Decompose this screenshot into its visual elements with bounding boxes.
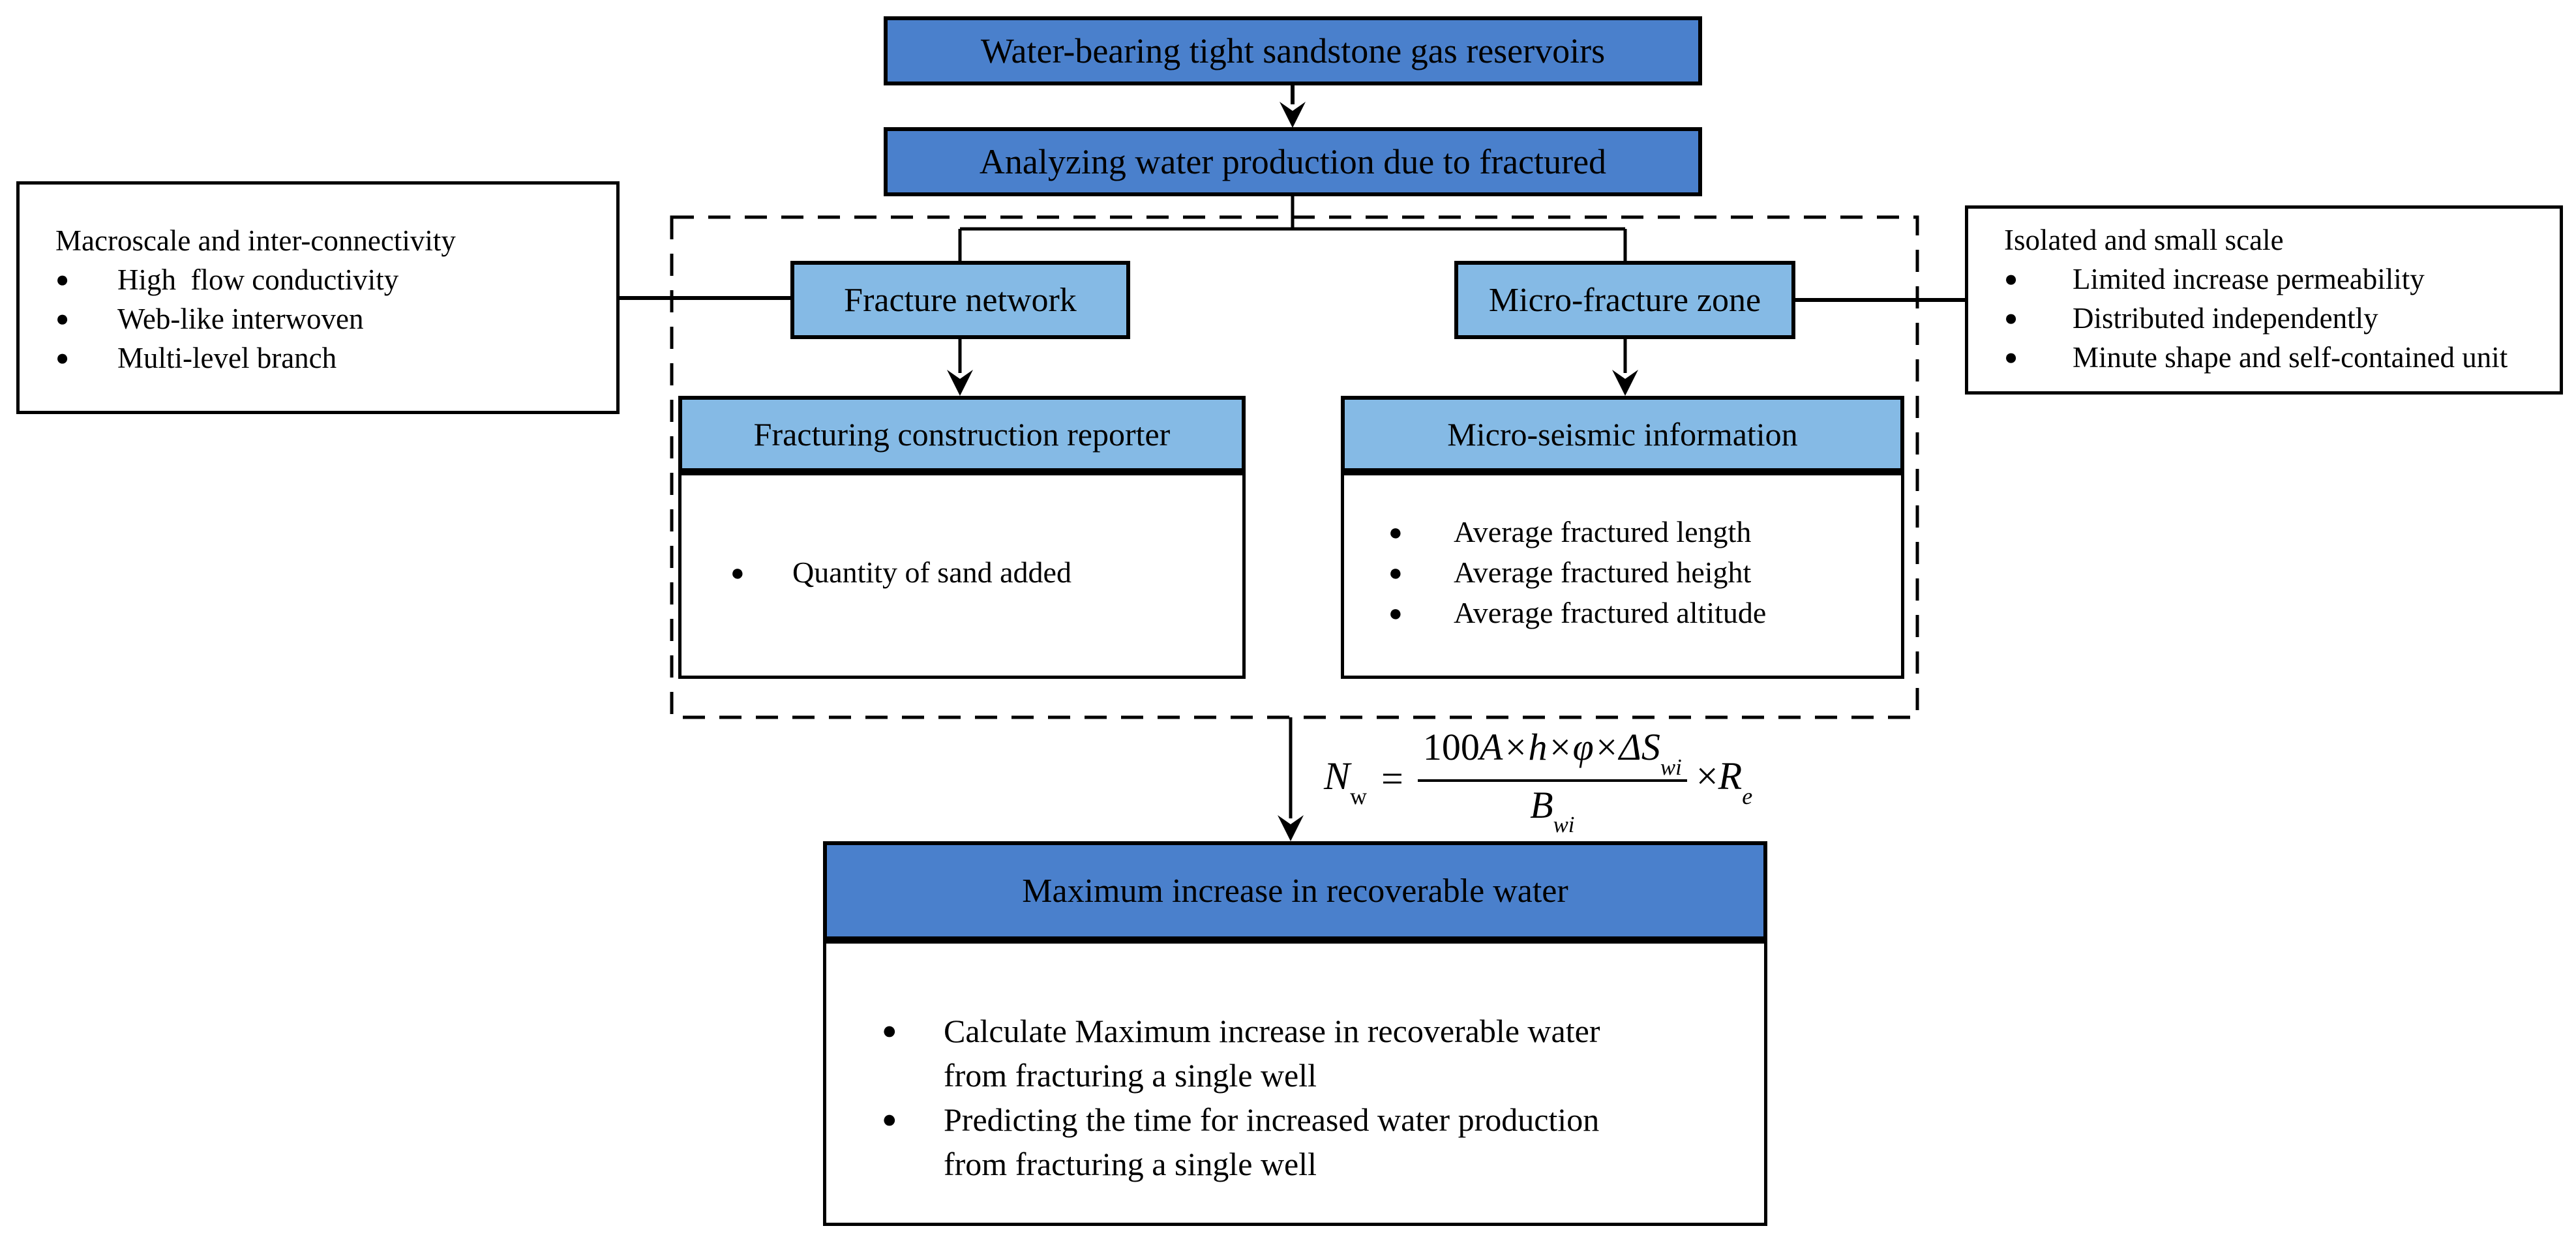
body-micro-seismic-information: ● Average fractured length ● Average fra… [1341,472,1904,679]
box-water-bearing-reservoirs: Water-bearing tight sandstone gas reserv… [884,16,1702,85]
formula-lhs-sub: w [1350,783,1368,810]
panel-isolated: Isolated and small scale ● Limited incre… [1965,205,2563,395]
header-maximum-increase: Maximum increase in recoverable water [823,841,1767,940]
list-item-text: Minute shape and self-contained unit [2073,341,2508,374]
formula-denominator-base: B [1530,784,1553,826]
bullet-icon: ● [55,306,70,331]
list-item-text: Web-like interwoven [117,303,364,335]
list-item: ● Multi-level branch [55,338,610,378]
list-item-text: Predicting the time for increased water … [944,1097,1599,1186]
header-fracturing-construction-reporter-label: Fracturing construction reporter [753,415,1171,453]
panel-macroscale: Macroscale and inter-connectivity ● High… [16,181,620,414]
bullet-icon: ● [1388,560,1403,586]
list-item: ● Limited increase permeability [2004,260,2556,299]
arrow-left-branch-head [947,370,973,396]
formula-denominator-sub: wi [1553,812,1575,838]
bullet-icon: ● [2004,305,2018,331]
bullet-icon: ● [882,1017,897,1045]
formula-factor: ×Re [1696,754,1752,809]
formula-denominator: Bwi [1525,783,1580,837]
bullet-icon: ● [55,345,70,370]
panel-macroscale-title: Macroscale and inter-connectivity [55,224,456,257]
formula-recoverable-water: Nw = 100A×h×φ×ΔSwi Bwi ×Re [1324,720,1752,837]
list-item: ● Distributed independently [2004,299,2556,338]
list-item-line: Predicting the time for increased water … [944,1101,1600,1138]
box-fracture-network: Fracture network [790,261,1130,339]
list-item: ● Quantity of sand added [730,554,1239,591]
list-item-text: Average fractured height [1454,556,1752,589]
formula-factor-base: R [1718,754,1743,798]
list-item-text: Quantity of sand added [792,556,1071,589]
arrow-top-head [1280,102,1306,128]
bullet-icon: ● [2004,266,2018,291]
list-item-text: Distributed independently [2073,302,2378,335]
list-item: ● Calculate Maximum increase in recovera… [882,1009,1758,1097]
list-item: ● Average fractured length [1388,512,1898,552]
header-micro-seismic-information-label: Micro-seismic information [1447,415,1798,453]
body-fracturing-construction-reporter: ● Quantity of sand added [678,472,1246,679]
bullet-icon: ● [882,1105,897,1133]
bullet-icon: ● [1388,600,1403,626]
list-item-text: Average fractured length [1454,515,1752,548]
arrow-right-branch-head [1612,370,1638,396]
body-maximum-increase: ● Calculate Maximum increase in recovera… [823,940,1767,1226]
bullet-icon: ● [1388,519,1403,545]
header-maximum-increase-label: Maximum increase in recoverable water [1022,872,1568,910]
list-item-text: Limited increase permeability [2073,263,2425,295]
list-item-text: Multi-level branch [117,342,337,374]
list-item-line: from fracturing a single well [944,1146,1317,1182]
list-item: ● Average fractured height [1388,552,1898,593]
dashed-group-outline [670,215,1919,719]
branch-split-line [958,196,1627,261]
formula-fraction: 100A×h×φ×ΔSwi Bwi [1417,725,1687,837]
bullet-icon: ● [2004,344,2018,370]
list-item-line: from fracturing a single well [944,1057,1317,1094]
formula-factor-sub: e [1742,783,1753,810]
formula-numerator-sub: wi [1660,754,1682,780]
formula-times: × [1696,754,1718,798]
arrow-result-head [1278,815,1304,841]
header-micro-seismic-information: Micro-seismic information [1341,396,1904,472]
list-item-text: Average fractured altitude [1454,596,1767,629]
formula-lhs-base: N [1324,754,1351,798]
list-item: ● Average fractured altitude [1388,593,1898,633]
box-fracture-network-label: Fracture network [844,281,1077,319]
header-fracturing-construction-reporter: Fracturing construction reporter [678,396,1246,472]
box-micro-fracture-zone: Micro-fracture zone [1454,261,1795,339]
box-analyzing-water-production-label: Analyzing water production due to fractu… [979,142,1607,181]
list-item: ● High flow conductivity [55,260,610,299]
formula-lhs: Nw [1324,754,1367,809]
formula-equals: = [1381,756,1403,800]
list-item: ● Minute shape and self-contained unit [2004,338,2556,377]
bullet-icon: ● [55,267,70,292]
box-micro-fracture-zone-label: Micro-fracture zone [1488,281,1761,319]
box-analyzing-water-production: Analyzing water production due to fractu… [884,127,1702,196]
formula-fraction-bar [1417,779,1687,782]
panel-isolated-title: Isolated and small scale [2004,224,2284,256]
bullet-icon: ● [730,560,745,586]
formula-numerator: 100A×h×φ×ΔSwi [1418,725,1687,779]
list-item-line: Calculate Maximum increase in recoverabl… [944,1013,1600,1049]
formula-numerator-coeff: 100 [1422,726,1480,769]
list-item: ● Web-like interwoven [55,299,610,338]
list-item: ● Predicting the time for increased wate… [882,1097,1758,1186]
list-item-text: High flow conductivity [117,263,399,296]
formula-numerator-vars: A×h×φ×ΔS [1479,726,1660,769]
box-water-bearing-reservoirs-label: Water-bearing tight sandstone gas reserv… [980,31,1606,70]
list-item-text: Calculate Maximum increase in recoverabl… [944,1009,1600,1097]
